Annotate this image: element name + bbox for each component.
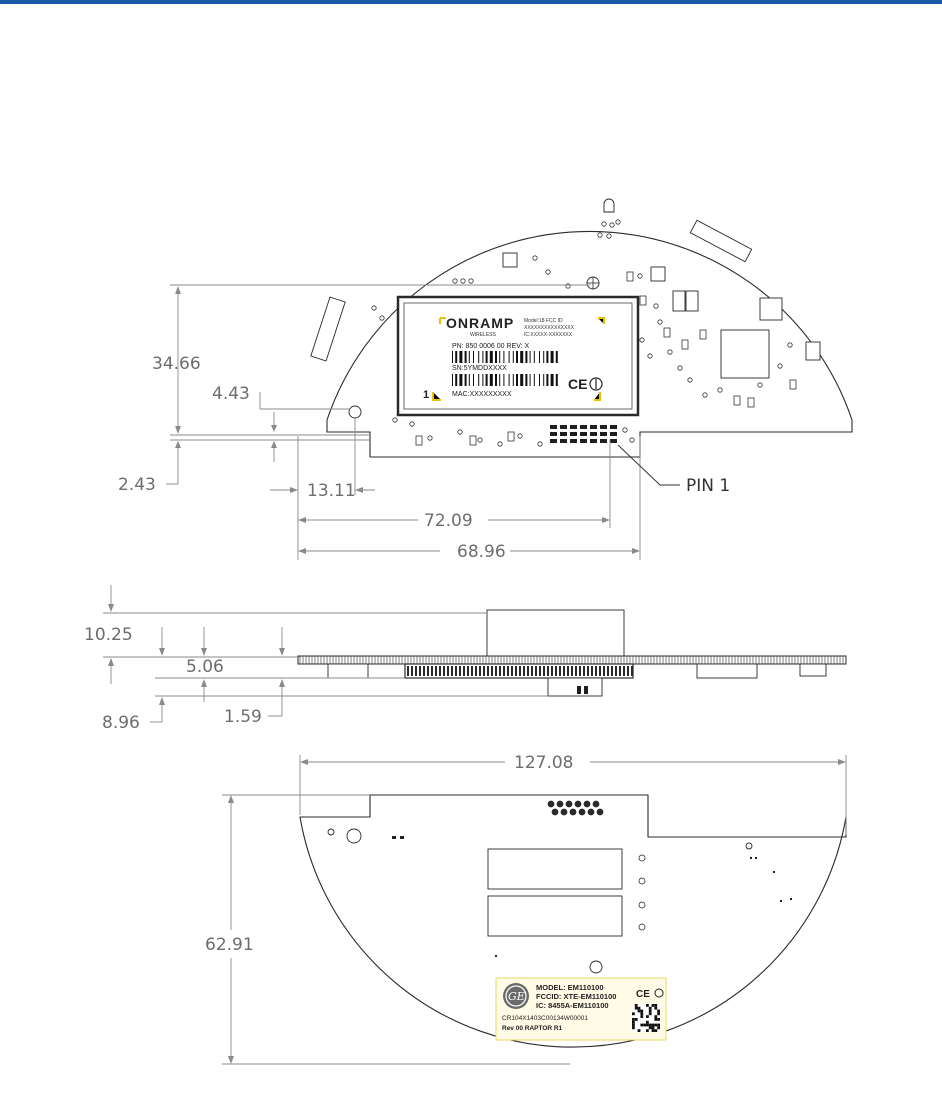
module-pin-mark: 1	[423, 389, 429, 401]
processor-chip	[721, 330, 769, 378]
component-chip	[686, 291, 698, 311]
bottom-view: GE MODEL: EM110100 FCCID: XTE-EM110100 I…	[205, 753, 846, 1064]
module-part-number: PN: 850 0006 00 REV: X	[452, 343, 530, 350]
bottom-view-pad	[488, 849, 622, 889]
side-view-component	[800, 664, 826, 676]
module-model-line-2: XXXXXXXXXXXXXXX	[524, 325, 575, 331]
top-view: ONRAMP WIRELESS Model:18 FCC ID XXXXXXXX…	[118, 199, 852, 562]
dimension-8-96: 8.96	[102, 713, 140, 733]
side-view-component	[328, 664, 368, 678]
component-chip	[651, 267, 665, 281]
product-label-ce-mark: CE	[636, 989, 650, 1000]
module-mac: MAC:XXXXXXXXX	[452, 391, 512, 398]
bottom-view-pad	[488, 896, 622, 936]
antenna-connector-left	[311, 297, 345, 361]
product-label-line-1: MODEL: EM110100	[536, 983, 604, 992]
product-label-line-2: FCCID: XTE-EM110100	[536, 992, 616, 1001]
dimension-127-08: 127.08	[514, 753, 573, 773]
module-ce-mark: CE	[568, 376, 587, 392]
dimension-72-09: 72.09	[424, 511, 473, 531]
component-chip	[806, 342, 820, 360]
module-model-line-1: Model:18 FCC ID	[524, 318, 563, 324]
side-view-connector	[548, 678, 602, 696]
mounting-hole	[590, 961, 602, 973]
side-view-pcb	[298, 656, 846, 664]
side-view-component	[697, 664, 757, 678]
pin1-label: PIN 1	[686, 476, 730, 496]
pin-header-connector	[550, 425, 617, 443]
module-brand: ONRAMP	[446, 315, 514, 331]
side-view-module-shield	[487, 610, 624, 656]
dimension-1-59: 1.59	[224, 707, 262, 727]
module-brand-sub: WIRELESS	[470, 332, 497, 338]
product-label-line-3: IC: 8455A-EM110100	[536, 1001, 609, 1010]
mounting-hole	[347, 829, 361, 843]
product-label-line-4: CR104X1403C00134W00001	[502, 1015, 588, 1022]
dimension-62-91: 62.91	[205, 935, 254, 955]
dimension-13-11: 13.11	[307, 481, 356, 501]
component-chip	[503, 253, 517, 267]
dimension-5-06: 5.06	[186, 657, 224, 677]
dimension-4-43: 4.43	[212, 384, 250, 404]
side-view: 10.25 5.06 8.96 1.59	[84, 585, 846, 733]
component-chip	[760, 298, 782, 320]
module-serial-number: SN:5YMDDXXXX	[452, 365, 507, 372]
dimension-68-96: 68.96	[457, 542, 506, 562]
component-chip	[673, 291, 685, 311]
product-label-line-5: Rev 00 RAPTOR R1	[502, 1025, 563, 1032]
module-model-line-3: IC:XXXXX-XXXXXXX	[524, 332, 573, 338]
led-component	[604, 199, 614, 212]
qr-code	[632, 1004, 660, 1032]
svg-text:GE: GE	[508, 990, 525, 1003]
dimension-34-66: 34.66	[152, 354, 201, 374]
mounting-hole	[349, 406, 361, 418]
dimension-2-43: 2.43	[118, 475, 156, 495]
dimension-10-25: 10.25	[84, 625, 133, 645]
